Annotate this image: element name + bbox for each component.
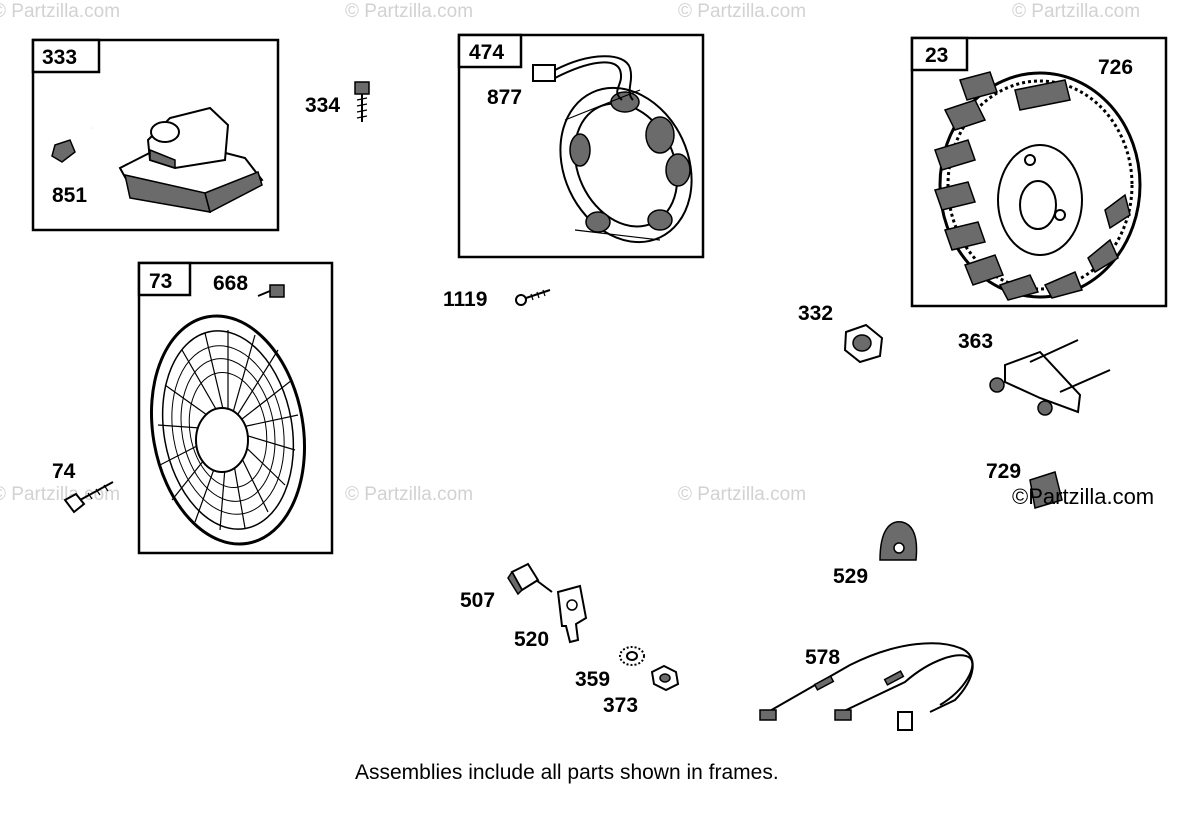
flywheel-illustration [934, 71, 1142, 301]
part-label-363: 363 [958, 330, 993, 353]
watermark-top-2: © Partzilla.com [345, 1, 473, 22]
part-label-1119: 1119 [443, 288, 487, 311]
frame-label-23: 23 [925, 44, 948, 67]
bracket-520-icon [556, 584, 588, 644]
watermark-mid-1: © Partzilla.com [0, 484, 120, 505]
watermark-mid-2: © Partzilla.com [345, 484, 473, 505]
part-label-359: 359 [575, 668, 610, 691]
clip-729-icon [1029, 471, 1063, 509]
screw-668-icon [257, 284, 285, 298]
part-label-668: 668 [213, 272, 248, 295]
frame-alternator: 474 877 [457, 33, 705, 259]
watermark-right: ©Partzilla.com [1012, 484, 1154, 509]
frame-label-333: 333 [42, 46, 77, 69]
washer-359-icon [619, 646, 645, 666]
part-label-74: 74 [52, 460, 76, 483]
wire-harness-578-icon [759, 642, 974, 731]
watermark-top-3: © Partzilla.com [678, 1, 806, 22]
screw-1119-icon [515, 289, 551, 306]
switch-507-icon [507, 562, 553, 596]
part-label-520: 520 [514, 628, 549, 651]
part-label-578: 578 [805, 646, 840, 669]
part-label-877: 877 [487, 86, 522, 109]
frame-ignition-coil: 333 851 [31, 38, 280, 232]
frame-label-474: 474 [469, 41, 504, 64]
nut-332-icon [843, 323, 884, 364]
part-label-373: 373 [603, 694, 638, 717]
part-label-729: 729 [986, 460, 1021, 483]
part-label-726: 726 [1098, 56, 1133, 79]
frame-flywheel: 23 726 [910, 36, 1168, 308]
frame-label-73: 73 [149, 270, 172, 293]
nut-373-icon [650, 664, 680, 692]
watermark-mid-3: © Partzilla.com [678, 484, 806, 505]
part-label-851: 851 [52, 184, 87, 207]
caption: Assemblies include all parts shown in fr… [355, 761, 779, 784]
alternator-stator-illustration [532, 55, 693, 244]
watermark-top-4: © Partzilla.com [1012, 1, 1140, 22]
ignition-coil-illustration [51, 47, 264, 214]
screen-illustration [149, 314, 307, 546]
part-label-334: 334 [305, 94, 340, 117]
part-label-529: 529 [833, 565, 868, 588]
bolt-334-icon [354, 81, 370, 122]
bolt-74-icon [63, 481, 114, 514]
part-label-332: 332 [798, 302, 833, 325]
watermark-top-1: © Partzilla.com [0, 1, 120, 22]
frame-screen: 73 [137, 261, 334, 555]
bracket-363-icon [989, 339, 1111, 416]
grommet-529-icon [879, 521, 918, 561]
part-label-507: 507 [460, 589, 495, 612]
